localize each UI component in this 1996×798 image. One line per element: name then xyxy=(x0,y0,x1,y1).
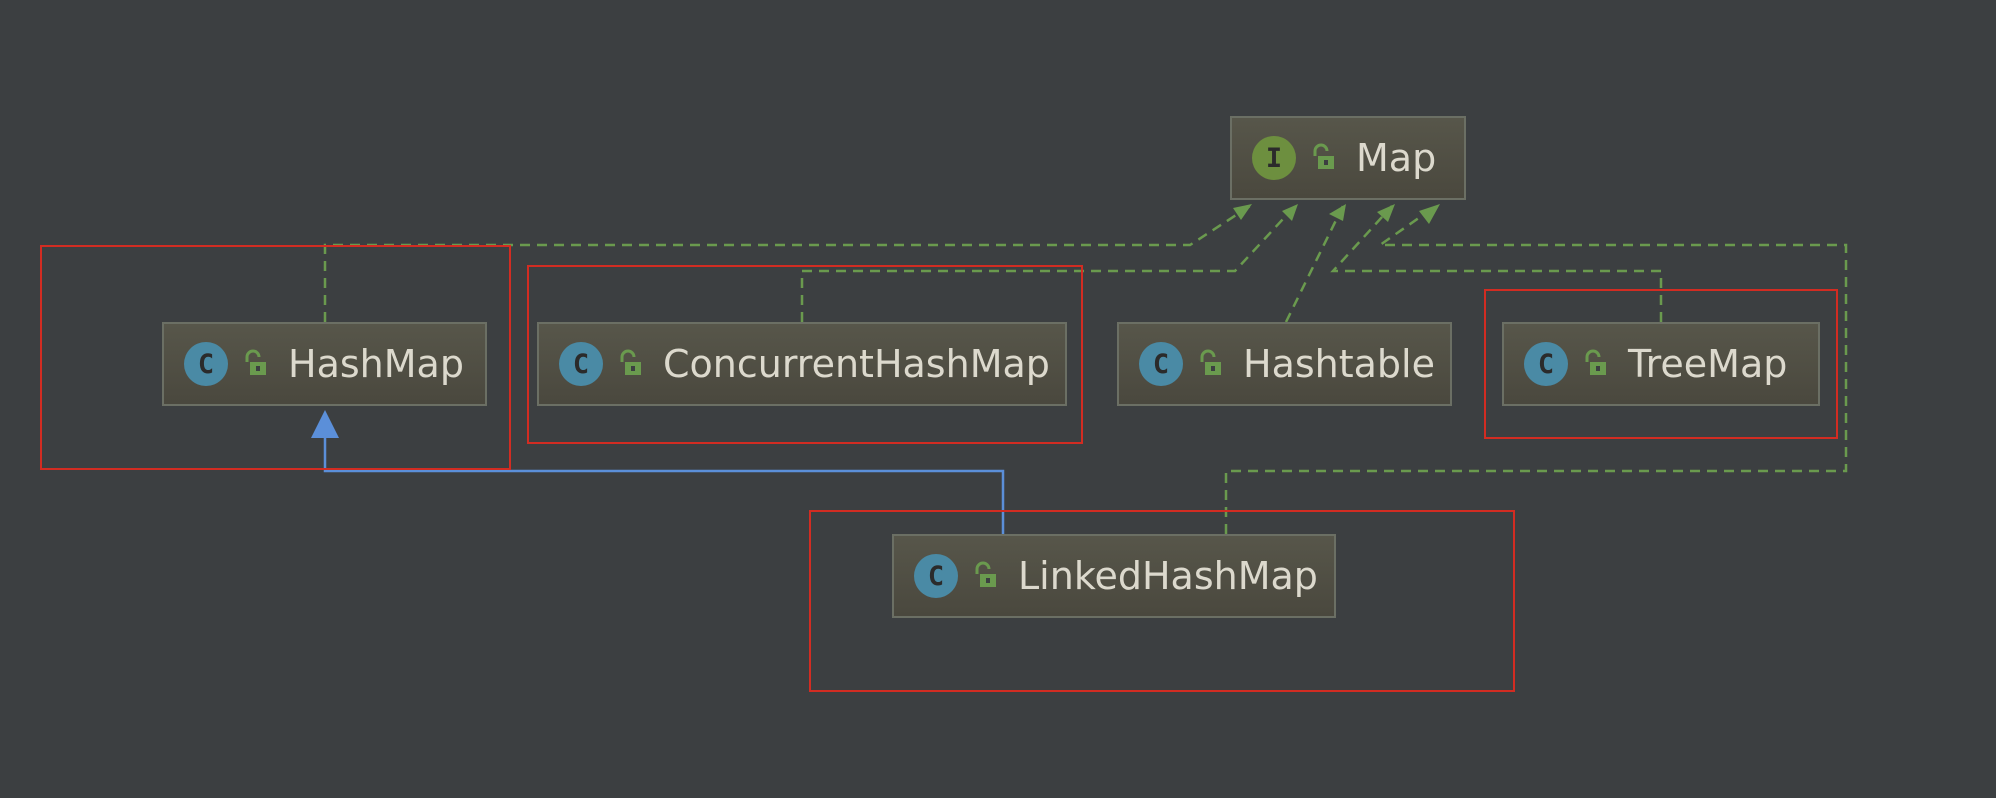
node-map[interactable]: I Map xyxy=(1230,116,1466,200)
arrowhead-hashmap-map xyxy=(1233,204,1252,220)
interface-icon: I xyxy=(1252,136,1296,180)
unlocked-icon xyxy=(245,349,266,375)
unlocked-icon xyxy=(1200,349,1221,375)
node-linkedhashmap[interactable]: C LinkedHashMap xyxy=(892,534,1336,618)
edge-treemap-implements-map xyxy=(1330,205,1663,322)
node-label: Map xyxy=(1356,136,1437,180)
node-label: Hashtable xyxy=(1243,342,1435,386)
unlocked-icon xyxy=(1585,349,1606,375)
edge-concurrenthashmap-implements-map xyxy=(800,205,1296,322)
node-treemap[interactable]: C TreeMap xyxy=(1502,322,1820,406)
node-label: ConcurrentHashMap xyxy=(663,342,1050,386)
class-icon: C xyxy=(914,554,958,598)
node-concurrenthashmap[interactable]: C ConcurrentHashMap xyxy=(537,322,1067,406)
edge-linkedhashmap-extends-hashmap xyxy=(323,436,1005,534)
unlocked-icon xyxy=(975,561,996,587)
class-icon: C xyxy=(1524,342,1568,386)
class-icon: C xyxy=(184,342,228,386)
arrowhead-linkedhashmap-hashmap xyxy=(311,410,339,438)
node-label: LinkedHashMap xyxy=(1018,554,1318,598)
unlocked-icon xyxy=(620,349,641,375)
class-icon: C xyxy=(1139,342,1183,386)
edge-linkedhashmap-implements-map xyxy=(1224,204,1848,534)
class-icon: C xyxy=(559,342,603,386)
node-hashtable[interactable]: C Hashtable xyxy=(1117,322,1452,406)
unlocked-icon xyxy=(1313,143,1334,169)
edge-hashtable-implements-map xyxy=(1284,205,1345,323)
node-label: TreeMap xyxy=(1628,342,1788,386)
arrowhead-hashtable-map xyxy=(1329,204,1346,221)
arrowhead-concurrenthashmap-map xyxy=(1282,204,1298,221)
node-label: HashMap xyxy=(288,342,464,386)
node-hashmap[interactable]: C HashMap xyxy=(162,322,487,406)
arrowhead-linkedhashmap-map xyxy=(1419,204,1440,224)
arrowhead-treemap-map xyxy=(1377,204,1395,222)
edge-hashmap-implements-map xyxy=(323,204,1251,322)
